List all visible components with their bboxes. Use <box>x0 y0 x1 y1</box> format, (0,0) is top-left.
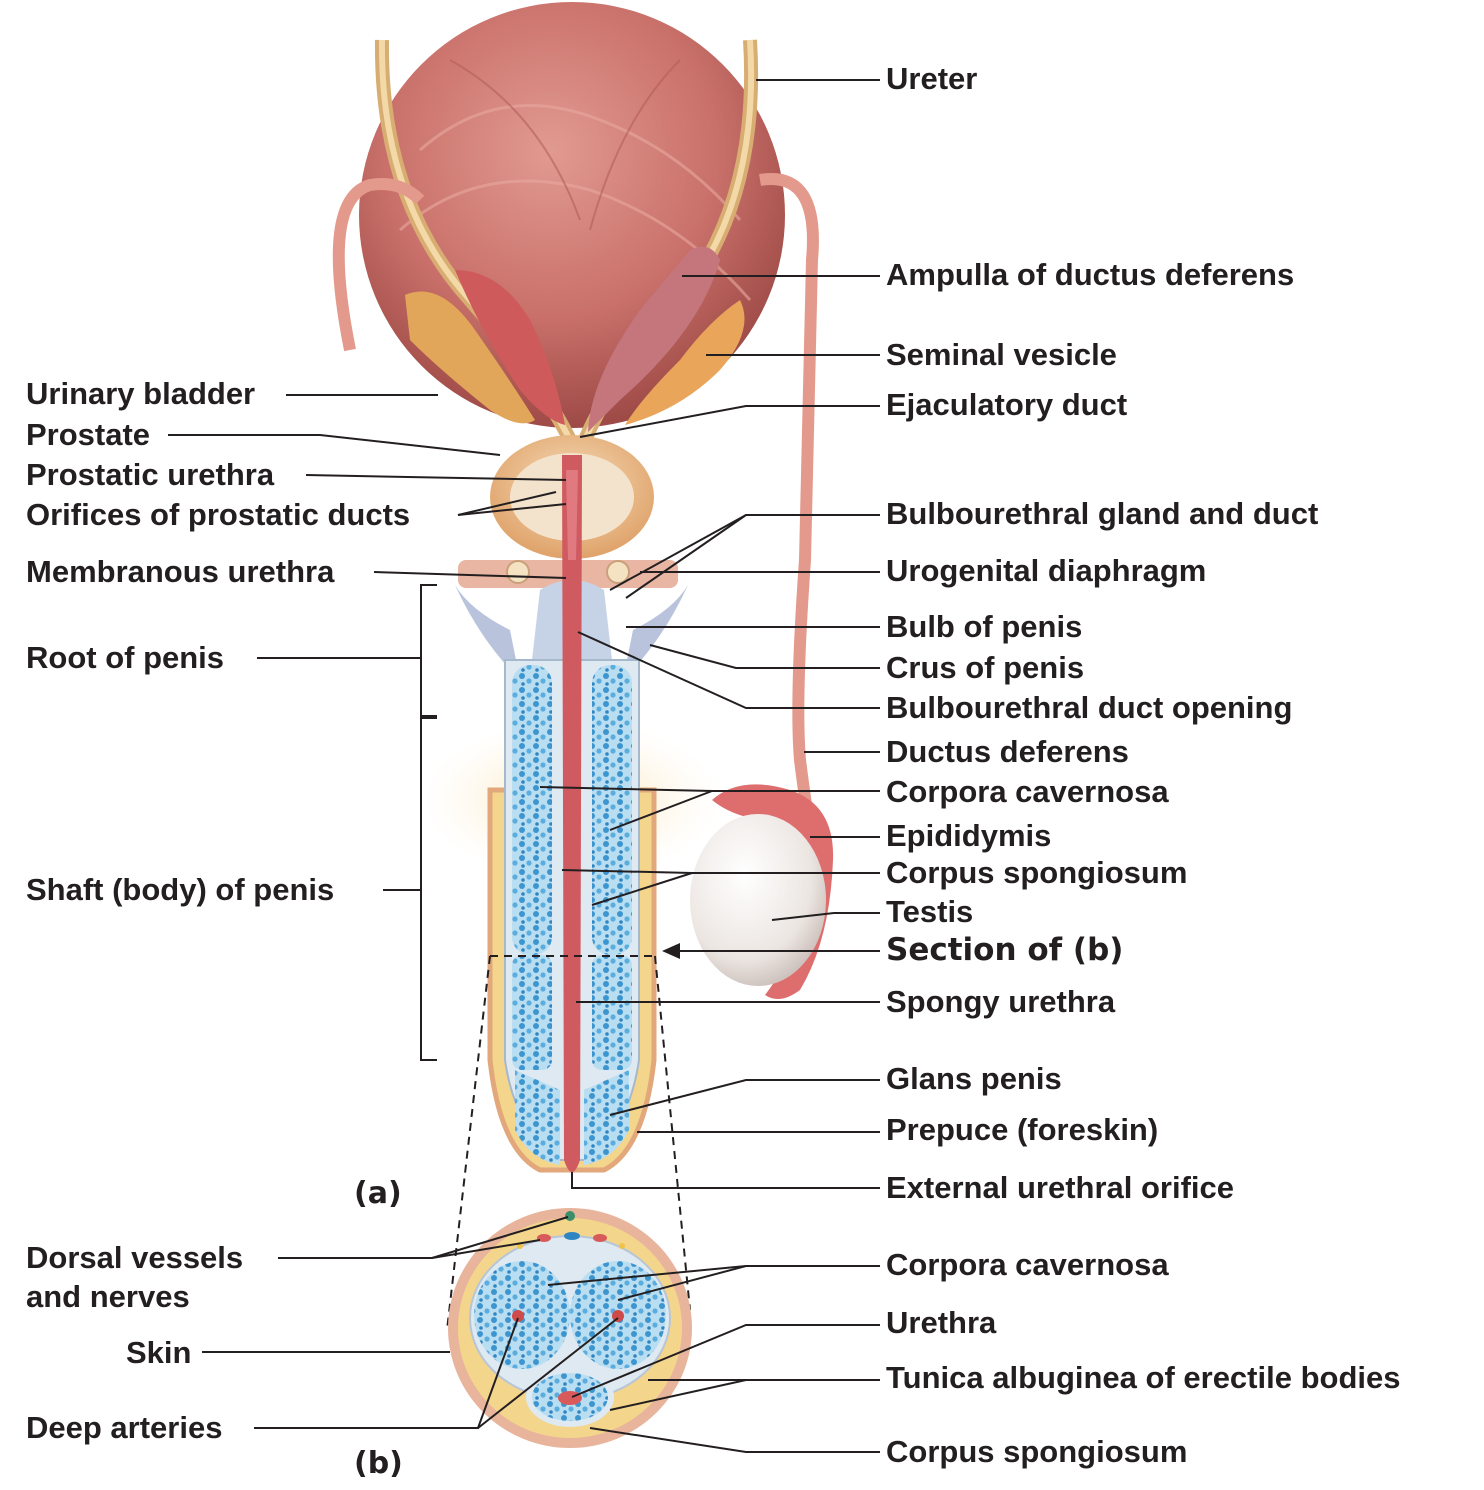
corpus-cavernosum-left <box>512 665 552 955</box>
label-urinary-bladder: Urinary bladder <box>26 376 256 411</box>
label-prostate: Prostate <box>26 417 151 452</box>
leader-lines-right <box>539 79 880 1453</box>
label-dorsal-vessels-2: and nerves <box>26 1279 190 1314</box>
label-corpus-spongiosum-b: Corpus spongiosum <box>886 1434 1188 1469</box>
label-spongy-urethra: Spongy urethra <box>886 984 1116 1019</box>
label-prostatic-urethra: Prostatic urethra <box>26 457 275 492</box>
label-corpora-cavernosa-b: Corpora cavernosa <box>886 1247 1169 1282</box>
label-membranous-urethra: Membranous urethra <box>26 554 335 589</box>
label-prepuce: Prepuce (foreskin) <box>886 1112 1159 1147</box>
label-section-of-b: Section of (b) <box>886 932 1124 968</box>
label-seminal-vesicle: Seminal vesicle <box>886 337 1117 372</box>
label-shaft-of-penis: Shaft (body) of penis <box>26 872 335 907</box>
testis-shape <box>690 784 834 999</box>
label-ureter: Ureter <box>886 61 978 96</box>
section-dashed-lines <box>446 955 691 1331</box>
corpus-cavernosum-right-lower <box>592 955 632 1070</box>
root-bracket <box>257 584 437 717</box>
cross-section-b <box>448 1208 692 1448</box>
label-dorsal-vessels-1: Dorsal vessels <box>26 1240 244 1275</box>
label-bulb-of-penis: Bulb of penis <box>886 609 1083 644</box>
label-ductus-deferens: Ductus deferens <box>886 734 1129 769</box>
urethra-shape <box>562 455 582 1172</box>
label-bulbourethral-opening: Bulbourethral duct opening <box>886 690 1293 725</box>
label-bulbourethral-gland: Bulbourethral gland and duct <box>886 496 1319 531</box>
panel-label-b: (b) <box>354 1446 403 1481</box>
label-skin: Skin <box>126 1335 192 1370</box>
section-arrow <box>662 943 880 959</box>
leader-lines-left <box>168 394 619 1429</box>
label-ejaculatory-duct: Ejaculatory duct <box>886 387 1128 422</box>
label-glans-penis: Glans penis <box>886 1061 1062 1096</box>
corpus-cavernosum-right <box>592 665 632 955</box>
label-corpus-spongiosum-a: Corpus spongiosum <box>886 855 1188 890</box>
label-deep-arteries: Deep arteries <box>26 1410 223 1445</box>
shaft-bracket <box>383 717 437 1061</box>
glans-shape <box>515 1070 629 1165</box>
label-urogenital-diaphragm: Urogenital diaphragm <box>886 553 1207 588</box>
label-orifices-prostatic-ducts: Orifices of prostatic ducts <box>26 497 411 532</box>
seminal-vesicles-shape <box>405 246 745 432</box>
corpus-cavernosum-left-lower <box>512 955 552 1070</box>
label-ampulla: Ampulla of ductus deferens <box>886 257 1295 292</box>
label-tunica-albuginea: Tunica albuginea of erectile bodies <box>886 1360 1401 1395</box>
ductus-deferens-shape <box>332 173 819 831</box>
label-urethra: Urethra <box>886 1305 997 1340</box>
label-testis: Testis <box>886 894 974 929</box>
label-corpora-cavernosa-a: Corpora cavernosa <box>886 774 1169 809</box>
label-root-of-penis: Root of penis <box>26 640 225 675</box>
label-external-urethral-orifice: External urethral orifice <box>886 1170 1235 1205</box>
panel-label-a: (a) <box>354 1176 402 1211</box>
prostatic-urethra-highlight <box>566 470 578 560</box>
label-epididymis: Epididymis <box>886 818 1052 853</box>
label-crus-of-penis: Crus of penis <box>886 650 1085 685</box>
